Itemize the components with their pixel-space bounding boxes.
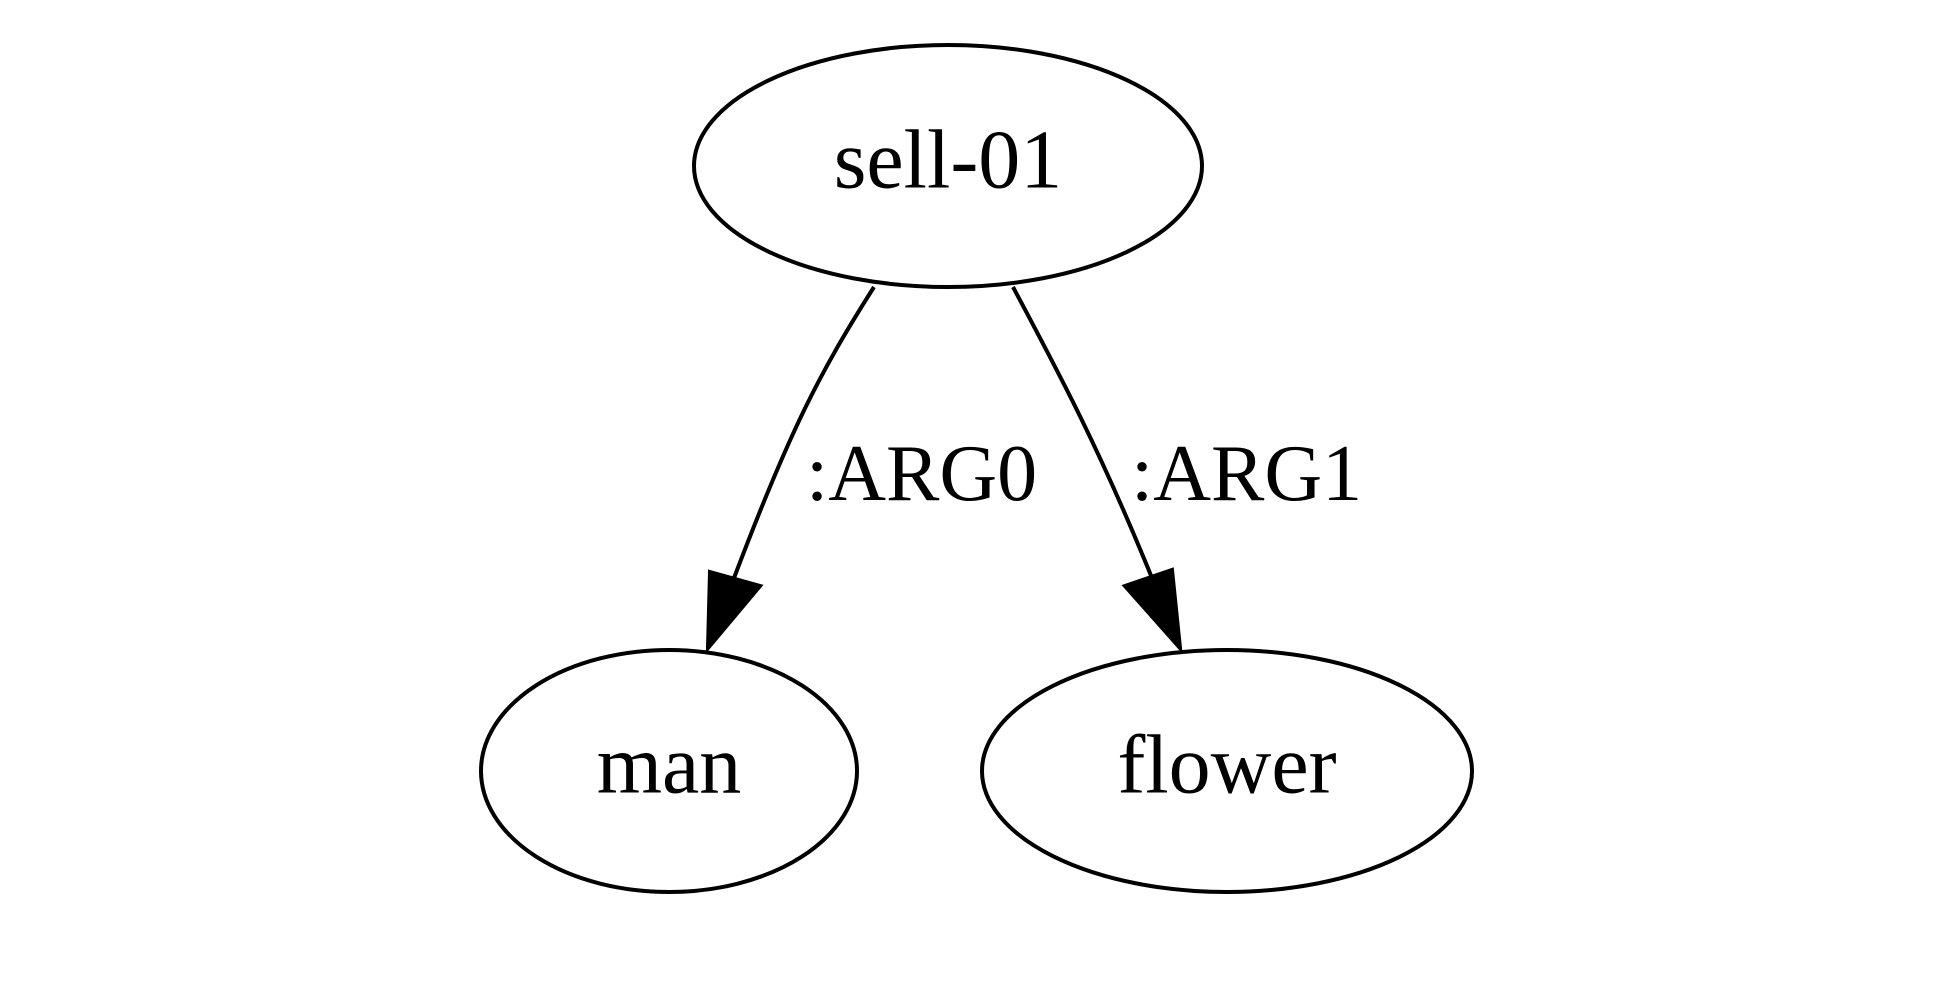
- node-flower: flower: [980, 648, 1474, 894]
- node-man-ellipse: [479, 648, 859, 894]
- node-sell-01-ellipse: [692, 43, 1204, 289]
- node-flower-label: flower: [1117, 718, 1336, 811]
- edge-arg1: :ARG1: [1011, 286, 1362, 654]
- node-flower-ellipse: [980, 648, 1474, 894]
- node-sell-01-label: sell-01: [834, 113, 1063, 206]
- node-man: man: [479, 648, 859, 894]
- edge-arg1-arrowhead: [1121, 567, 1183, 654]
- edge-arg0-arrowhead: [705, 569, 764, 654]
- edge-arg0-line: [732, 285, 876, 579]
- edge-arg0-label: :ARG0: [806, 430, 1037, 518]
- node-sell-01: sell-01: [692, 43, 1204, 289]
- edge-arg1-label: :ARG1: [1131, 430, 1362, 518]
- edge-arg1-line: [1011, 286, 1154, 579]
- node-man-label: man: [597, 718, 742, 811]
- edge-arg0: :ARG0: [705, 285, 1037, 654]
